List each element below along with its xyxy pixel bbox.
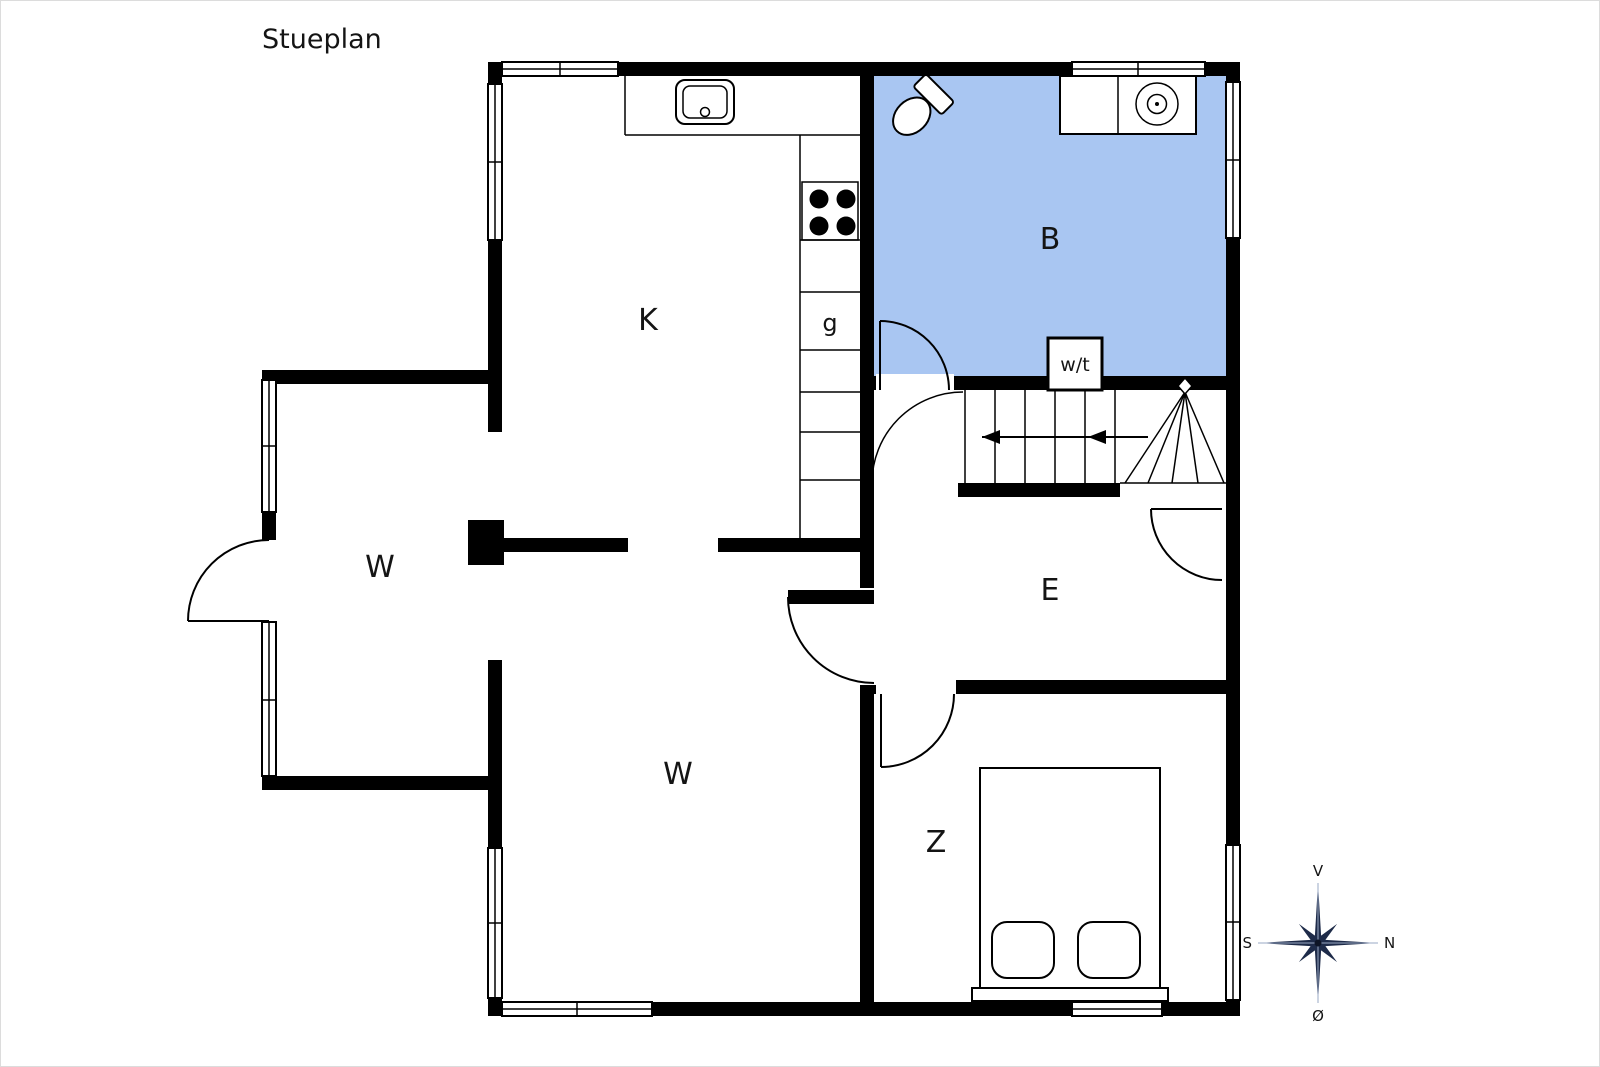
staircase <box>871 376 1226 484</box>
compass-rose: V N S Ø <box>1242 862 1395 1025</box>
kitchen-sink-icon <box>675 79 735 125</box>
stove-outline <box>801 181 859 241</box>
wall-segment <box>262 370 500 384</box>
window <box>261 379 277 513</box>
stair-entry-curve <box>871 391 964 484</box>
room-label-hall: E <box>1041 573 1060 608</box>
stove-burner-icon <box>809 189 829 209</box>
wall-segment <box>874 680 1240 694</box>
bed-icon <box>971 767 1169 1002</box>
toilet-icon <box>892 74 954 136</box>
bathroom-fixtures <box>892 74 1197 392</box>
doors <box>187 320 1223 768</box>
window <box>1225 844 1241 1001</box>
room-label-pantry: g <box>822 309 837 337</box>
stair-door <box>1150 508 1223 581</box>
window <box>487 83 503 241</box>
wall-segment <box>500 538 628 552</box>
wall-segment <box>1226 62 1240 1016</box>
washbasin-icon <box>1135 82 1179 126</box>
door-opening <box>856 588 876 685</box>
wall-segment <box>468 520 504 565</box>
window <box>1225 81 1241 239</box>
compass-label-east: Ø <box>1312 1007 1324 1025</box>
stair-winder-tread <box>1184 391 1199 484</box>
compass-label-west: V <box>1313 862 1324 880</box>
room-label-bathroom: B <box>1040 222 1061 257</box>
page-title: Stueplan <box>262 24 382 55</box>
washbasin-inner <box>1146 93 1168 115</box>
door-openings <box>260 374 956 696</box>
room-labels: Stueplan K B g W W E Z w/t <box>262 24 1090 860</box>
kitchen-sink-basin <box>682 85 728 119</box>
bathroom-counter <box>1059 75 1197 135</box>
bathroom-door <box>879 320 950 391</box>
bedroom-door <box>880 693 955 768</box>
bed-pillow <box>1077 921 1141 979</box>
washer-dryer-box <box>1046 336 1104 392</box>
wall-segment <box>262 776 500 790</box>
wall-segment <box>718 538 874 552</box>
compass-label-south: S <box>1242 934 1252 952</box>
bed-headboard <box>971 987 1169 1002</box>
window <box>1071 61 1206 77</box>
bed-pillow <box>991 921 1055 979</box>
sink-drain-icon <box>699 106 711 118</box>
window <box>487 847 503 999</box>
room-label-bedroom: Z <box>926 825 947 860</box>
stove-burner-icon <box>809 216 829 236</box>
room-label-living: W <box>663 757 693 792</box>
window <box>501 61 619 77</box>
stair-winder-tread <box>1184 391 1225 484</box>
washbasin-drain-icon <box>1155 102 1159 106</box>
stair-winder-tread <box>1124 391 1186 484</box>
door-opening <box>876 678 956 696</box>
room-label-kitchen: K <box>638 303 659 338</box>
compass-label-north: N <box>1384 934 1395 952</box>
stair-marker-icon <box>1177 376 1193 396</box>
window <box>261 621 277 777</box>
window <box>501 1001 653 1017</box>
washer-dryer-label: w/t <box>1060 354 1089 376</box>
stove-burner-icon <box>836 216 856 236</box>
stair-winder-tread <box>1147 391 1186 484</box>
door-opening <box>260 540 278 622</box>
door-opening <box>876 374 954 392</box>
living-room-door <box>787 590 875 684</box>
compass-center-icon <box>1314 939 1322 947</box>
stove-burner-icon <box>836 189 856 209</box>
kitchen-fixtures <box>624 76 860 538</box>
stair-arrow-icon <box>1088 430 1106 444</box>
windows <box>261 61 1241 1017</box>
window <box>1071 1001 1163 1017</box>
stair-arrow-icon <box>982 430 1000 444</box>
wall-segment <box>958 483 1120 497</box>
front-door <box>187 539 270 622</box>
room-label-wing: W <box>365 550 395 585</box>
stair-winder-tread <box>1171 391 1186 484</box>
